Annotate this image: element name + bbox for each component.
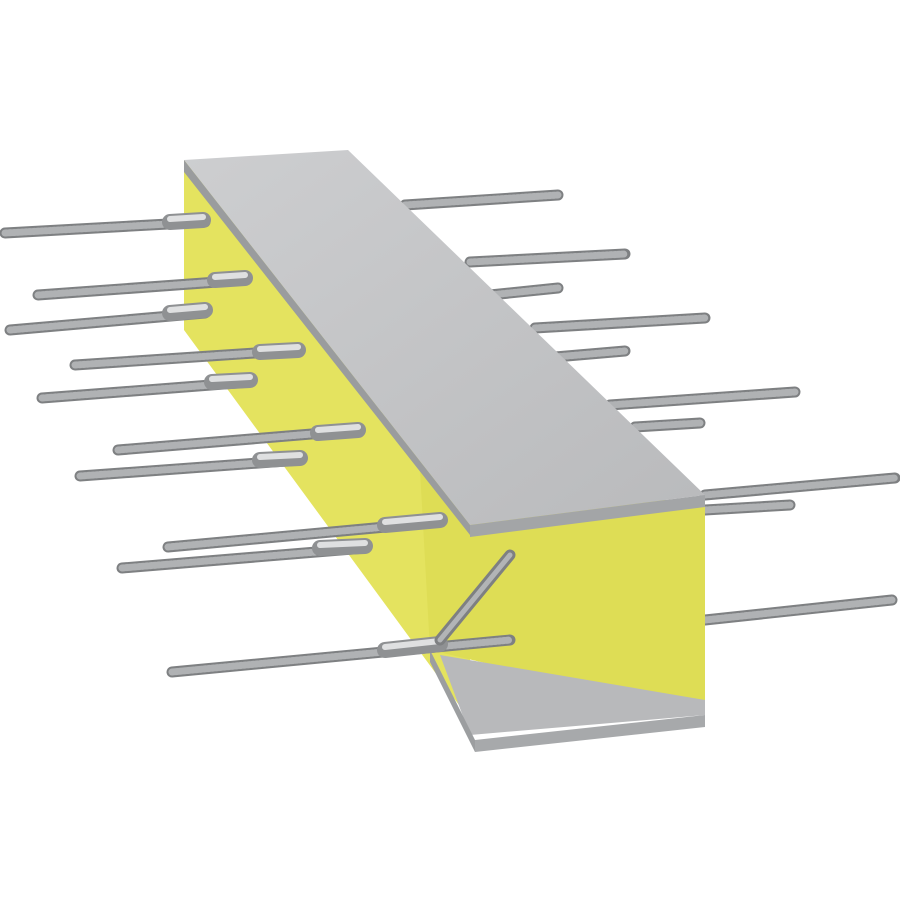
bottom-plate-edge [430, 650, 475, 752]
rebar-back-4 [529, 312, 711, 334]
top-steel-plate [184, 150, 705, 537]
rebar-front-3 [4, 302, 213, 336]
rebar-front-5 [36, 372, 258, 404]
rebar-back-1 [399, 189, 564, 211]
rebar-front-9 [116, 538, 373, 574]
rebar-front-8 [162, 512, 448, 553]
rebar-front-2 [32, 270, 253, 301]
rebar-back-5 [549, 345, 631, 363]
plate-left-edge [184, 160, 470, 535]
rebars-back [399, 189, 900, 626]
plate-top-surface [184, 150, 705, 525]
bottom-plate-lower-edge [475, 715, 705, 752]
rebar-back-8 [699, 472, 900, 501]
bottom-plate-front [440, 655, 705, 735]
rebar-front-6 [112, 422, 366, 456]
rebar-front-7 [74, 450, 308, 482]
rebar-back-9 [699, 499, 796, 516]
rebar-back-3 [484, 282, 564, 301]
rebar-front-1 [0, 212, 211, 239]
rebars-front [0, 212, 516, 678]
plate-front-edge [470, 495, 705, 537]
rebar-front-4 [69, 342, 306, 371]
rebar-back-10 [699, 594, 898, 626]
rebar-back-6 [604, 386, 801, 411]
rebar-front-10 [166, 634, 516, 678]
diagonal-shear-bar [434, 549, 516, 646]
rebar-back-7 [629, 417, 706, 433]
rebar-back-2 [464, 248, 631, 268]
